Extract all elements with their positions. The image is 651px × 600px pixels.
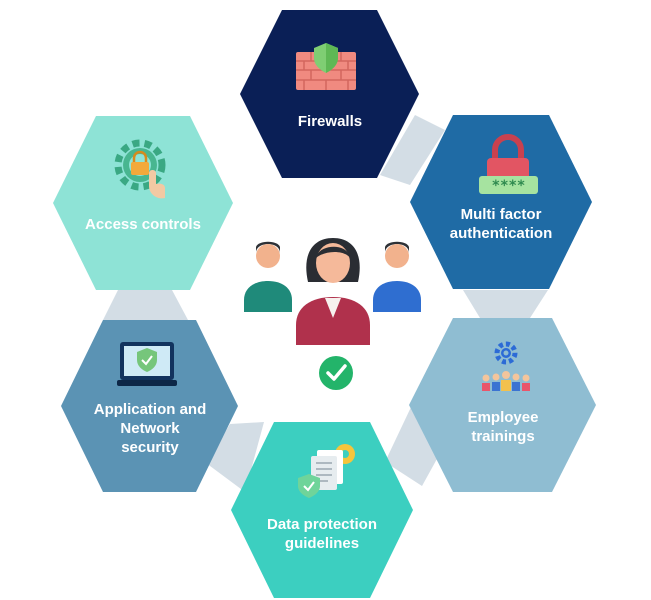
hexagon-data-protection — [231, 422, 413, 598]
team-gear-icon — [482, 341, 530, 391]
connector-mfa-trainings — [463, 290, 548, 318]
label-mfa: Multi factor authentication — [449, 206, 553, 242]
hexagon-access-controls — [53, 116, 233, 290]
label-trainings: Employee trainings — [467, 409, 539, 445]
hexagon-firewalls — [240, 10, 419, 178]
gear-lock-hand-icon — [114, 139, 166, 199]
monitor-shield-icon — [117, 342, 177, 386]
connector-app-access — [103, 290, 188, 320]
label-firewalls: Firewalls — [297, 113, 363, 130]
label-app-network: Application and Network security — [93, 401, 207, 456]
label-access-controls: Access controls — [85, 216, 201, 233]
people-checkmark-icon — [244, 238, 421, 390]
brick-wall-shield-icon — [296, 43, 356, 90]
label-data-protection: Data protection guidelines — [266, 516, 377, 552]
connector-trainings-data — [385, 405, 443, 486]
connector-firewalls-mfa — [380, 115, 445, 185]
svg-text:****: **** — [492, 178, 526, 194]
hexagon-mfa — [410, 115, 592, 289]
hexagon-trainings — [409, 318, 596, 492]
document-shield-gear-icon — [298, 444, 355, 498]
padlock-password-icon: **** — [479, 134, 538, 194]
hexagon-app-network — [61, 320, 238, 492]
